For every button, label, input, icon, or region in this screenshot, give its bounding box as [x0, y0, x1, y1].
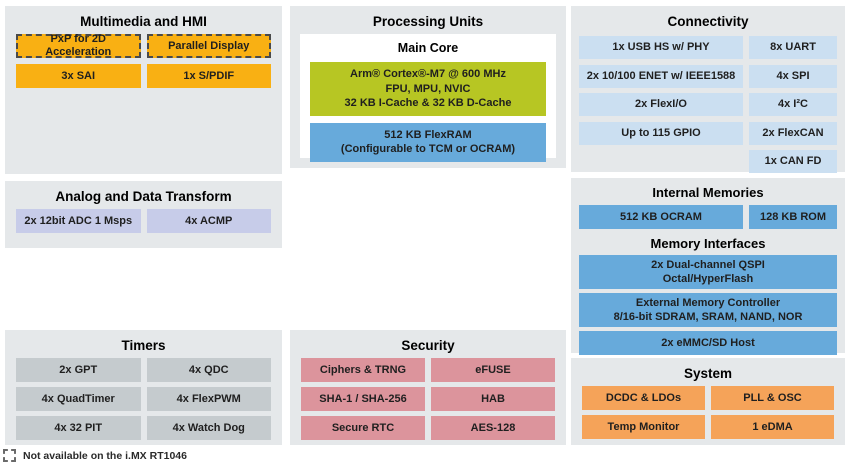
- block-ciphers-trng: Ciphers & TRNG: [301, 358, 425, 382]
- connectivity-left-column: 1x USB HS w/ PHY 2x 10/100 ENET w/ IEEE1…: [579, 36, 743, 173]
- block-secure-rtc: Secure RTC: [301, 416, 425, 440]
- block-usb-hs-phy: 1x USB HS w/ PHY: [579, 36, 743, 59]
- section-title: Processing Units: [372, 14, 484, 29]
- block-pit: 4x 32 PIT: [16, 416, 141, 440]
- block-spdif: 1x S/PDIF: [146, 64, 271, 88]
- block-i2c: 4x I²C: [749, 93, 837, 116]
- block-rom: 128 KB ROM: [749, 205, 837, 229]
- internal-memories-row: 512 KB OCRAM 128 KB ROM: [571, 205, 845, 229]
- block-ocram: 512 KB OCRAM: [579, 205, 743, 229]
- section-multimedia-hmi: Multimedia and HMI PxP for 2D Accelerati…: [5, 6, 282, 174]
- block-parallel-display: Parallel Display: [146, 34, 271, 58]
- section-security: Security Ciphers & TRNG eFUSE SHA-1 / SH…: [290, 330, 566, 445]
- block-flexpwm: 4x FlexPWM: [146, 387, 271, 411]
- block-pxp-2d-acceleration: PxP for 2D Acceleration: [16, 33, 141, 58]
- emmc-line: 2x eMMC/SD Host: [661, 337, 755, 349]
- dashed-box-legend-icon: [3, 449, 16, 462]
- block-flexio: 2x FlexI/O: [579, 93, 743, 116]
- block-cortex-m7: Arm® Cortex®-M7 @ 600 MHz FPU, MPU, NVIC…: [310, 62, 546, 116]
- block-dcdc-ldos: DCDC & LDOs: [582, 386, 705, 410]
- section-memories: Internal Memories 512 KB OCRAM 128 KB RO…: [571, 178, 845, 355]
- multimedia-grid: PxP for 2D Acceleration Parallel Display…: [5, 33, 282, 88]
- section-title: Analog and Data Transform: [55, 189, 232, 204]
- block-gpio: Up to 115 GPIO: [579, 121, 743, 145]
- section-title: Security: [401, 338, 455, 353]
- block-efuse: eFUSE: [431, 358, 555, 382]
- block-aes-128: AES-128: [431, 416, 555, 440]
- block-acmp: 4x ACMP: [146, 209, 271, 233]
- connectivity-grid: 1x USB HS w/ PHY 2x 10/100 ENET w/ IEEE1…: [571, 36, 845, 173]
- section-title: Multimedia and HMI: [80, 14, 207, 29]
- section-analog-data-transform: Analog and Data Transform 2x 12bit ADC 1…: [5, 181, 282, 248]
- analog-grid: 2x 12bit ADC 1 Msps 4x ACMP: [5, 209, 282, 233]
- security-grid: Ciphers & TRNG eFUSE SHA-1 / SHA-256 HAB…: [290, 358, 566, 440]
- emc-line: External Memory Controller: [635, 297, 781, 309]
- section-title: Connectivity: [667, 14, 749, 29]
- block-quadtimer: 4x QuadTimer: [16, 387, 141, 411]
- block-hab: HAB: [431, 387, 555, 411]
- cpu-line: Arm® Cortex®-M7 @ 600 MHz: [350, 68, 506, 80]
- main-core-panel: Main Core Arm® Cortex®-M7 @ 600 MHz FPU,…: [300, 34, 556, 162]
- block-qdc: 4x QDC: [146, 358, 271, 382]
- legend: Not available on the i.MX RT1046: [3, 449, 187, 462]
- block-external-memory-controller: External Memory Controller 8/16-bit SDRA…: [579, 293, 837, 327]
- timers-grid: 2x GPT 4x QDC 4x QuadTimer 4x FlexPWM 4x…: [5, 358, 282, 440]
- cpu-line: FPU, MPU, NVIC: [385, 82, 471, 95]
- section-system: System DCDC & LDOs PLL & OSC Temp Monito…: [571, 358, 845, 445]
- block-flexram: 512 KB FlexRAM (Configurable to TCM or O…: [310, 122, 546, 162]
- block-emmc-sd-host: 2x eMMC/SD Host: [579, 331, 837, 355]
- section-title: System: [683, 366, 733, 381]
- main-core-title: Main Core: [397, 41, 459, 55]
- block-sha: SHA-1 / SHA-256: [301, 387, 425, 411]
- ram-line: 512 KB FlexRAM: [384, 128, 472, 141]
- section-connectivity: Connectivity 1x USB HS w/ PHY 2x 10/100 …: [571, 6, 845, 173]
- memory-interfaces-stack: 2x Dual-channel QSPI Octal/HyperFlash Ex…: [571, 255, 845, 355]
- block-spi: 4x SPI: [749, 64, 837, 88]
- block-edma: 1 eDMA: [711, 415, 834, 439]
- memory-interfaces-title: Memory Interfaces: [650, 236, 766, 251]
- block-flexcan: 2x FlexCAN: [749, 121, 837, 145]
- block-qspi: 2x Dual-channel QSPI Octal/HyperFlash: [579, 255, 837, 289]
- block-enet-ieee1588: 2x 10/100 ENET w/ IEEE1588: [579, 64, 743, 88]
- block-adc: 2x 12bit ADC 1 Msps: [16, 209, 141, 233]
- block-sai: 3x SAI: [16, 64, 141, 88]
- block-can-fd: 1x CAN FD: [749, 150, 837, 173]
- section-processing-units: Processing Units Main Core Arm® Cortex®-…: [290, 6, 566, 168]
- block-temp-monitor: Temp Monitor: [582, 415, 705, 439]
- block-pll-osc: PLL & OSC: [711, 386, 834, 410]
- cpu-line: 32 KB I-Cache & 32 KB D-Cache: [344, 97, 512, 109]
- section-title: Timers: [121, 338, 166, 353]
- block-gpt: 2x GPT: [16, 358, 141, 382]
- legend-label: Not available on the i.MX RT1046: [23, 449, 187, 462]
- qspi-line: 2x Dual-channel QSPI: [651, 259, 765, 271]
- system-grid: DCDC & LDOs PLL & OSC Temp Monitor 1 eDM…: [571, 386, 845, 439]
- ram-line: (Configurable to TCM or OCRAM): [340, 143, 516, 155]
- block-watchdog: 4x Watch Dog: [146, 416, 271, 440]
- emc-line: 8/16-bit SDRAM, SRAM, NAND, NOR: [613, 311, 803, 323]
- qspi-line: Octal/HyperFlash: [662, 273, 754, 285]
- internal-memories-title: Internal Memories: [652, 185, 764, 200]
- section-timers: Timers 2x GPT 4x QDC 4x QuadTimer 4x Fle…: [5, 330, 282, 445]
- connectivity-right-column: 8x UART 4x SPI 4x I²C 2x FlexCAN 1x CAN …: [749, 36, 837, 173]
- block-uart: 8x UART: [749, 36, 837, 59]
